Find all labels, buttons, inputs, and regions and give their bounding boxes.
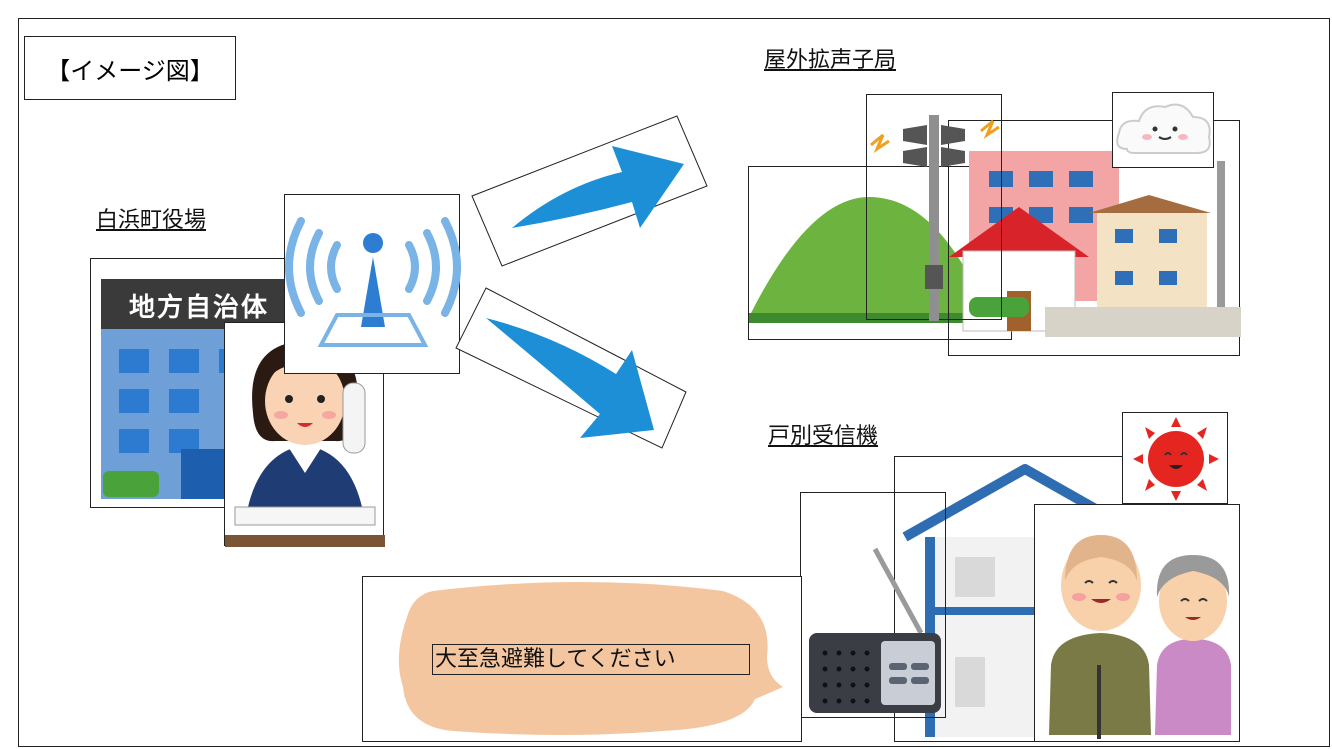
arrow-down-right [455, 287, 687, 449]
arrow-up-right [471, 115, 708, 267]
label-outdoor-station: 屋外拡声子局 [764, 48, 897, 73]
diagram-title: 【イメージ図】 [24, 36, 236, 100]
elderly-couple-illustration [1034, 504, 1240, 742]
speech-bubble-frame [362, 576, 802, 742]
radio-receiver-illustration [800, 492, 946, 718]
label-town-hall: 白浜町役場 [96, 208, 207, 233]
sun-illustration [1122, 412, 1228, 504]
diagram-frame [18, 18, 1330, 747]
antenna-illustration [284, 194, 461, 374]
buildings-illustration [948, 120, 1241, 356]
building-sign: 地方自治体 [129, 293, 270, 323]
label-household-receiver: 戸別受信機 [768, 424, 879, 449]
cloud-illustration [1112, 92, 1214, 168]
speaker-tower-illustration [866, 94, 1002, 321]
bubble-message: 大至急避難してください [432, 644, 750, 675]
